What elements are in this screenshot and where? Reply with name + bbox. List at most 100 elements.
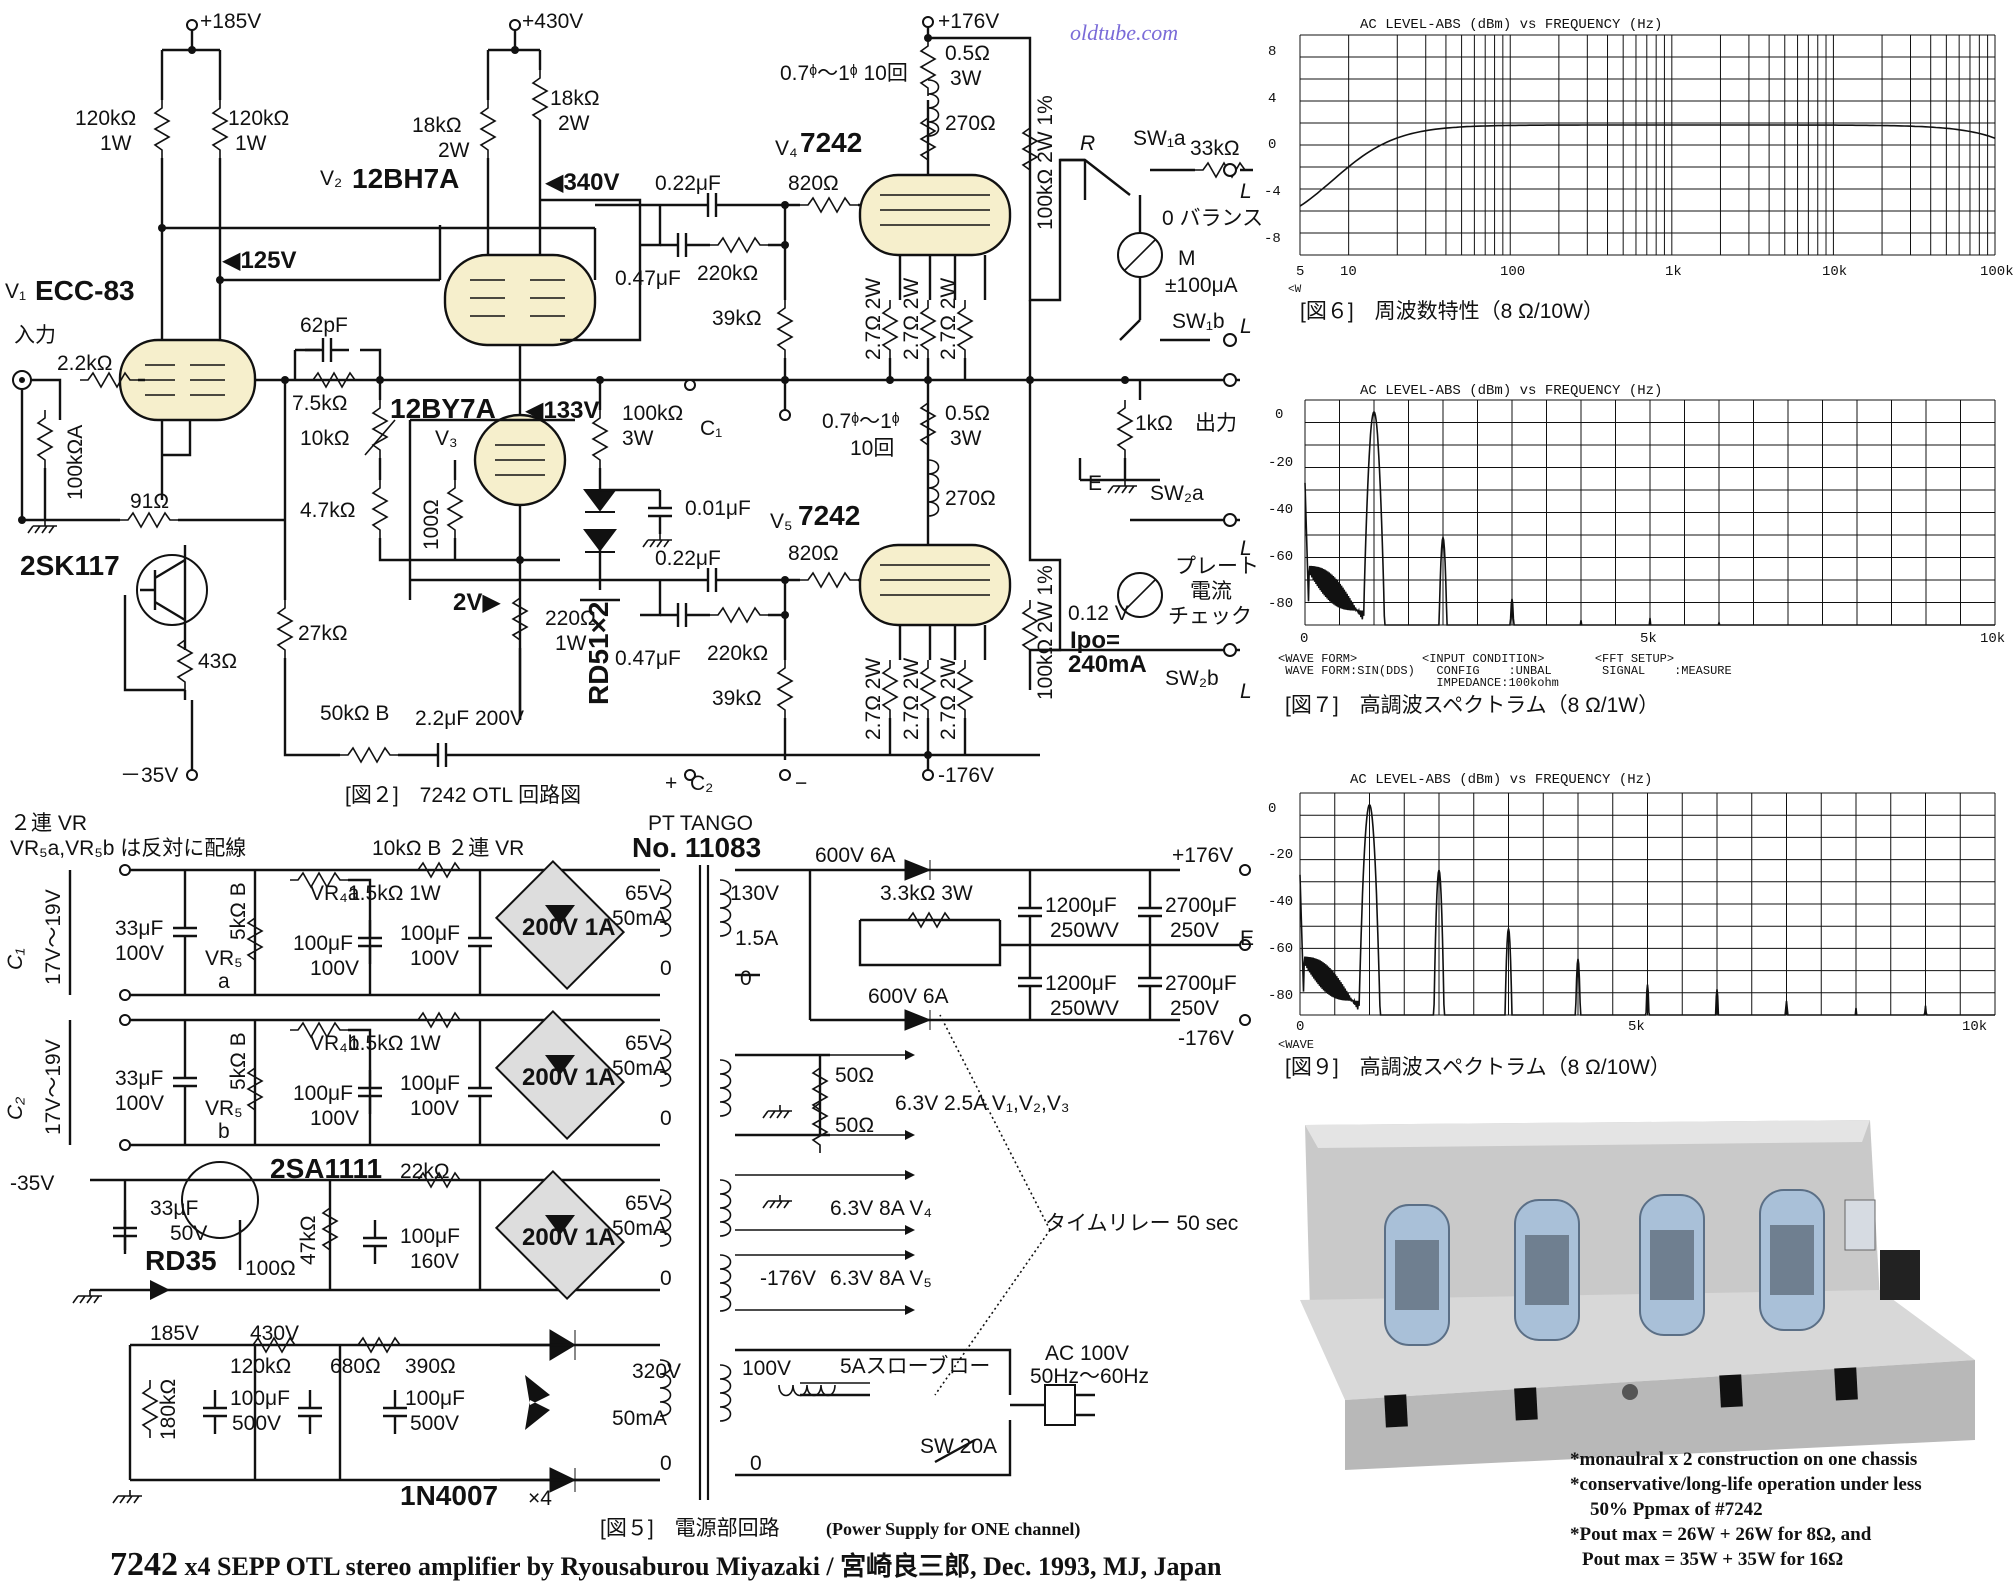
v4-ref: V₄ [775, 137, 798, 160]
graph7-caption: [図７] 高調波スペクトラム（8 Ω/1W） [1285, 694, 1659, 717]
note-line-2: *conservative/long-life operation under … [1570, 1474, 1922, 1495]
graph9-ytick-1: -20 [1268, 847, 1293, 863]
graph7-setup-1: <WAVE FORM> <INPUT CONDITION> <FFT SETUP… [1278, 652, 1674, 666]
l-label-1: L [1240, 180, 1252, 203]
r120k-b-label: 120kΩ [228, 107, 289, 130]
spectrum-10w-trace [1299, 803, 1995, 1016]
meter-range-label: ±100μA [1165, 274, 1238, 297]
vr4b: VR₄b [310, 1032, 359, 1055]
graph7-title: AC LEVEL-ABS (dBm) vs FREQUENCY (Hz) [1360, 383, 1662, 399]
power-switch: SW 20A [920, 1435, 997, 1458]
tube-photo-2 [1514, 1199, 1580, 1341]
r2-7-v5c: 2.7Ω 2W [937, 658, 960, 740]
r18k-a-label: 18kΩ [412, 114, 462, 137]
fet-label: 2SK117 [20, 550, 120, 581]
vr4a: VR₄a [310, 882, 360, 905]
r18k-a-watt: 2W [438, 139, 470, 162]
vr5b: VR₅ [205, 1097, 243, 1120]
figure5-caption-en: (Power Supply for ONE channel) [826, 1519, 1080, 1540]
r05b-watt: 3W [950, 427, 982, 450]
ipo-label-1: Ipo= [1070, 627, 1120, 654]
v1-type: ECC-83 [35, 275, 135, 306]
r39k-a-label: 39kΩ [712, 307, 762, 330]
spectrum-1w-trace [1304, 410, 1995, 626]
c047a-label: 0.47μF [615, 267, 681, 290]
power-supply-circuit: ２連 VR VR₅a,VR₅b は反対に配線 10kΩ B ２連 VR PT T… [4, 812, 1254, 1540]
v2-ref: V₂ [320, 167, 342, 190]
c2-minus: − [795, 772, 807, 795]
c100-3: 100μF [293, 1082, 353, 1105]
v012-label: 0.12 V [1068, 602, 1129, 625]
figure2-caption: [図２] 7242 OTL 回路図 [345, 784, 581, 807]
c2-2-label: 2.2μF 200V [415, 707, 524, 730]
graph-harmonic-spectrum-1w: AC LEVEL-ABS (dBm) vs FREQUENCY (Hz) 0 -… [1268, 383, 2005, 717]
ac-100v: AC 100V [1045, 1342, 1129, 1365]
graph7-ytick-3: -60 [1268, 549, 1293, 565]
bridge-3: 200V 1A [522, 1224, 615, 1251]
r2-7-v4a: 2.7Ω 2W [862, 278, 885, 360]
vr5b-b: b [218, 1120, 230, 1143]
v3-type: 12BY7A [390, 393, 496, 424]
c100-2: 100μF [400, 922, 460, 945]
sw2b-label: SW₂b [1165, 667, 1219, 690]
c2700-a: 2700μF [1165, 894, 1237, 917]
r2-2k-label: 2.2kΩ [57, 352, 112, 375]
zener-rd35: RD35 [145, 1245, 217, 1276]
diode-rd51-label: RD51×2 [583, 601, 614, 705]
c100-1: 100μF [293, 932, 353, 955]
c100-160-v: 160V [410, 1250, 459, 1273]
notes-block: *monaulral x 2 construction on one chass… [1570, 1449, 1922, 1570]
r05a-label: 0.5Ω [945, 42, 990, 65]
v2v-marker: 2V▶ [453, 589, 501, 616]
graph9-ytick-0: 0 [1268, 801, 1276, 817]
v4-type: 7242 [800, 127, 862, 158]
graph6-xtick-3: 1k [1665, 264, 1682, 280]
diode-600v-a: 600V 6A [815, 844, 896, 867]
c33-2-v: 100V [115, 1092, 164, 1115]
v5-ref: V₅ [770, 510, 792, 533]
v5-type: 7242 [798, 500, 860, 531]
r220-label: 220Ω [545, 607, 596, 630]
watermark: oldtube.com [1070, 20, 1178, 45]
r180k: 180kΩ [157, 1379, 180, 1440]
vr100k-label: 100kΩA [64, 425, 87, 500]
t50ma-3: 50mA [612, 1217, 667, 1240]
c2700-a-v: 250V [1170, 919, 1219, 942]
tube-photo-1 [1384, 1204, 1450, 1346]
c33-50: 33μF [150, 1197, 198, 1220]
c2700-b-v: 250V [1170, 997, 1219, 1020]
r50-a: 50Ω [835, 1064, 874, 1087]
r680: 680Ω [330, 1355, 381, 1378]
r18k-b-label: 18kΩ [550, 87, 600, 110]
r270b-label: 270Ω [945, 487, 996, 510]
r100-ps: 100Ω [245, 1257, 296, 1280]
bridge-2: 200V 1A [522, 1064, 615, 1091]
graph6-caption: [図６] 周波数特性（8 Ω/10W） [1300, 300, 1604, 323]
t320: 320V [632, 1360, 681, 1383]
r100k3w-watt: 3W [622, 427, 654, 450]
c2-plus: + [665, 772, 677, 795]
c100-500-b-v: 500V [410, 1412, 459, 1435]
t65-1: 65V [625, 882, 662, 905]
output-label: 出力 [1195, 412, 1237, 435]
t50ma-hv: 50mA [612, 1407, 667, 1430]
graph9-xtick-0: 0 [1296, 1019, 1304, 1035]
diode-600v-b: 600V 6A [868, 985, 949, 1008]
r4-7k-label: 4.7kΩ [300, 499, 355, 522]
ps-minus176: -176V [1178, 1027, 1234, 1050]
graph7-ytick-2: -40 [1268, 502, 1293, 518]
r27k-label: 27kΩ [298, 622, 348, 645]
input-label: 入力 [14, 324, 56, 347]
t0-mains: 0 [750, 1452, 762, 1475]
graph7-ytick-1: -20 [1268, 455, 1293, 471]
hv-185v: 185V [150, 1322, 199, 1345]
r50-b: 50Ω [835, 1114, 874, 1137]
r15k-2: 1.5kΩ 1W [348, 1032, 441, 1055]
r2-7-v5b: 2.7Ω 2W [900, 658, 923, 740]
heater-3: 6.3V 8A V₅ [830, 1267, 932, 1290]
ipo-label-2: 240mA [1068, 651, 1147, 678]
c62p-label: 62pF [300, 314, 348, 337]
main-amplifier-circuit: +185V +430V +176V －35V -176V 120kΩ 1W 12… [5, 10, 1263, 807]
r220k-b-label: 220kΩ [707, 642, 768, 665]
note-line-1: *monaulral x 2 construction on one chass… [1570, 1449, 1917, 1470]
